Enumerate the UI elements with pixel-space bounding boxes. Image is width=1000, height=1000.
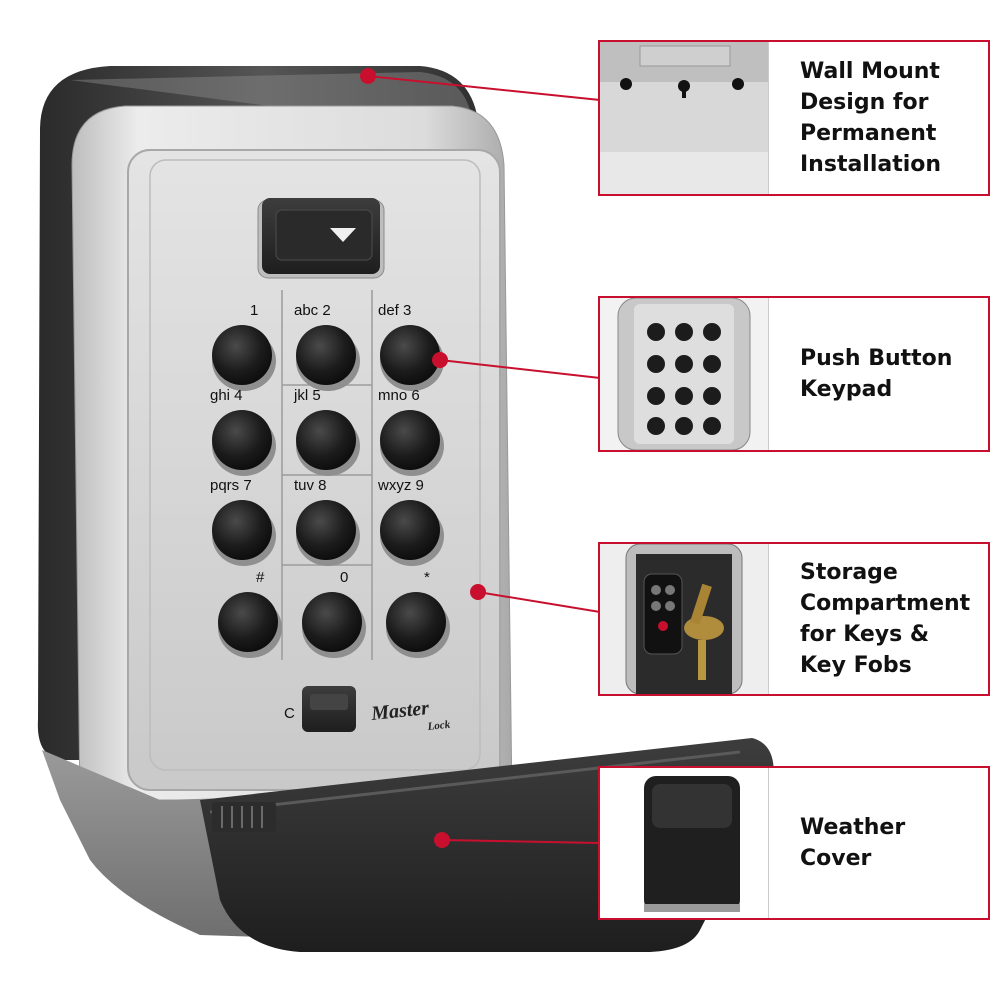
weather-cover-thumbnail	[600, 768, 769, 918]
down-arrow-icon	[330, 228, 356, 242]
keypad-key[interactable]: jkl 5	[293, 387, 360, 476]
keypad-label: Push Button Keypad	[800, 346, 953, 402]
storage-thumbnail	[600, 544, 769, 694]
keypad-key-label: abc 2	[294, 302, 331, 319]
keypad-key[interactable]: *	[386, 569, 450, 658]
keypad-key[interactable]: #	[218, 569, 282, 658]
wall-mount-leader-line	[367, 75, 601, 101]
keypad-callout: Push Button Keypad	[598, 296, 990, 452]
keypad-button[interactable]	[218, 592, 278, 652]
push-button-keypad: 1 abc 2 def 3 ghi 4 jkl 5 mno 6 pqrs 7 tuv 8 wxy…	[210, 302, 450, 658]
keypad-key[interactable]: def 3	[378, 302, 444, 391]
keypad-key-label: def 3	[378, 302, 411, 319]
keypad-marker-dot	[432, 352, 448, 368]
keypad-key-label: wxyz 9	[377, 477, 424, 494]
keypad-key[interactable]: pqrs 7	[210, 477, 276, 566]
weather-cover-callout: Weather Cover	[598, 766, 990, 920]
keypad-key[interactable]: 0	[302, 569, 366, 658]
keypad-key-label: 0	[340, 569, 348, 586]
keypad-key-label: pqrs 7	[210, 477, 252, 494]
storage-leader-line	[477, 591, 601, 613]
keypad-button[interactable]	[296, 410, 356, 470]
keypad-key-label: jkl 5	[293, 387, 321, 404]
keypad-key[interactable]: mno 6	[378, 387, 444, 476]
wall-mount-callout: Wall Mount Design for Permanent Installa…	[598, 40, 990, 196]
keypad-key-label: ghi 4	[210, 387, 243, 404]
storage-label: Storage Compartment for Keys & Key Fobs	[800, 560, 971, 678]
keypad-key[interactable]: ghi 4	[210, 387, 276, 476]
storage-callout: Storage Compartment for Keys & Key Fobs	[598, 542, 990, 696]
keypad-thumbnail	[600, 298, 769, 450]
keypad-key-label: mno 6	[378, 387, 420, 404]
keypad-key-label: tuv 8	[294, 477, 327, 494]
keypad-key-label: 1	[250, 302, 258, 319]
keypad-button[interactable]	[212, 325, 272, 385]
cover-leader-line	[441, 839, 601, 844]
storage-marker-dot	[470, 584, 486, 600]
wall-mount-thumbnail	[600, 42, 769, 194]
clear-button-label: C	[284, 705, 295, 722]
keypad-button[interactable]	[386, 592, 446, 652]
keypad-key-label: *	[424, 569, 430, 586]
keypad-button[interactable]	[380, 500, 440, 560]
cover-marker-dot	[434, 832, 450, 848]
keypad-key[interactable]: tuv 8	[294, 477, 360, 566]
wall-mount-marker-dot	[360, 68, 376, 84]
weather-cover-label: Weather Cover	[800, 815, 906, 871]
keypad-button[interactable]	[380, 325, 440, 385]
keypad-key[interactable]: wxyz 9	[377, 477, 444, 566]
keypad-leader-line	[439, 359, 601, 379]
keypad-key-label: #	[256, 569, 265, 586]
keypad-button[interactable]	[296, 325, 356, 385]
keypad-key[interactable]: abc 2	[294, 302, 360, 391]
keypad-button[interactable]	[302, 592, 362, 652]
keypad-button[interactable]	[212, 410, 272, 470]
brand-logo-bottom: Lock	[426, 719, 451, 733]
keypad-button[interactable]	[380, 410, 440, 470]
keypad-button[interactable]	[212, 500, 272, 560]
keypad-key[interactable]: 1	[212, 302, 276, 391]
keypad-button[interactable]	[296, 500, 356, 560]
wall-mount-label: Wall Mount Design for Permanent Installa…	[800, 59, 942, 177]
